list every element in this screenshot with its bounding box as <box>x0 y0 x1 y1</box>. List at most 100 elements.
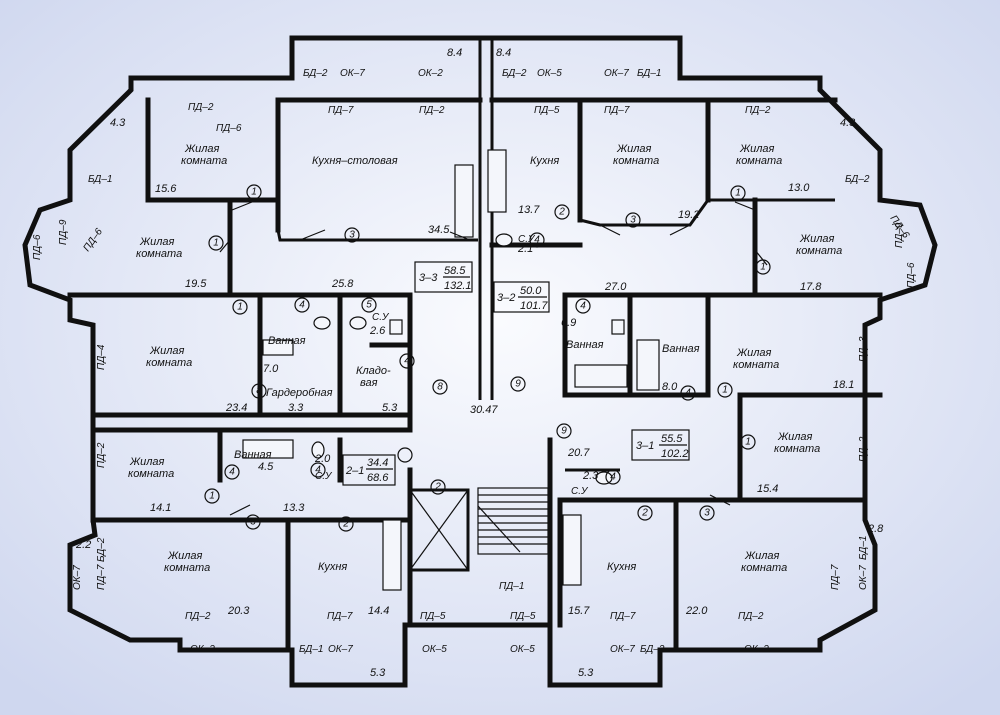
svg-text:8: 8 <box>256 386 262 397</box>
element-mark: ОК–7 <box>72 565 83 590</box>
door-mark: 3 <box>344 227 360 243</box>
door-mark: 1 <box>717 382 733 398</box>
interior-walls <box>67 97 883 653</box>
element-mark: ОК–2 <box>418 68 443 79</box>
room-label: Жилая <box>777 431 813 443</box>
element-mark: ОК–2 <box>190 644 215 655</box>
svg-text:1: 1 <box>735 188 741 199</box>
door-mark: 1 <box>208 235 224 251</box>
door-mark: 1 <box>232 299 248 315</box>
door-marks: 1 1 1 1 1 1 1 1 1 2 2 2 2 2 3 3 3 3 3 4 … <box>204 184 771 532</box>
area-value: 19.2 <box>678 209 699 221</box>
svg-text:4: 4 <box>534 235 540 246</box>
element-mark: ПД–2 <box>96 442 107 468</box>
area-value: 27.0 <box>604 281 627 293</box>
room-label: комната <box>733 359 779 371</box>
room-label: комната <box>128 468 174 480</box>
area-value: 4.5 <box>258 461 274 473</box>
door-mark: 4 <box>575 298 591 314</box>
room-label-kitchen-dining: Кухня–столовая <box>312 155 398 167</box>
door-mark: 4 <box>529 232 545 248</box>
area-value: 2.3 <box>582 470 599 482</box>
apartment-living-area: 58.5 <box>444 265 466 277</box>
door-swings <box>219 201 768 516</box>
svg-text:2: 2 <box>641 508 648 519</box>
door-mark <box>397 447 413 463</box>
dimension-value: 2.2 <box>75 539 91 551</box>
room-label-kitchen: Кухня <box>318 561 347 573</box>
element-mark: ПД–9 <box>58 219 69 245</box>
element-mark: ПД–2 <box>745 105 771 116</box>
door-mark: 1 <box>204 488 220 504</box>
area-value: 15.7 <box>568 605 590 617</box>
element-mark: ОК–7 <box>340 68 365 79</box>
apartment-code: 2–1 <box>345 465 364 477</box>
room-label-bathroom: Ванная <box>566 339 604 351</box>
element-mark: ПД–5 <box>510 611 536 622</box>
door-mark: 3 <box>625 212 641 228</box>
room-label: Жилая <box>167 550 203 562</box>
area-value: 2.0 <box>314 453 331 465</box>
door-mark: 2 <box>637 505 653 521</box>
element-mark: ПД–7 <box>830 564 841 590</box>
door-mark: 2 <box>430 479 446 495</box>
svg-text:4: 4 <box>315 465 321 476</box>
element-mark: ПД–6 <box>216 123 242 134</box>
area-value: 7.0 <box>263 363 279 375</box>
svg-text:1: 1 <box>209 491 215 502</box>
area-value: 8.0 <box>662 381 678 393</box>
door-mark: 4 <box>310 462 326 478</box>
svg-text:9: 9 <box>515 379 521 390</box>
element-mark: ОК–5 <box>537 68 562 79</box>
area-value: 18.1 <box>833 379 854 391</box>
room-label: комната <box>613 155 659 167</box>
svg-text:1: 1 <box>213 238 219 249</box>
area-value: 3.3 <box>288 402 304 414</box>
room-label-kitchen: Кухня <box>607 561 636 573</box>
apartment-code: 3–3 <box>419 272 438 284</box>
dimension-values: 8.4 8.4 4.3 4.3 2.2 2.8 5.3 5.3 <box>75 47 884 679</box>
area-value: 34.5 <box>428 224 450 236</box>
svg-text:4: 4 <box>685 388 691 399</box>
apartment-code: 3–1 <box>636 440 654 452</box>
door-mark: 9 <box>510 376 526 392</box>
door-mark: 3 <box>699 505 715 521</box>
element-mark: ПД–3 <box>858 336 869 362</box>
room-label: комната <box>736 155 782 167</box>
element-mark: ПД–2 <box>738 611 764 622</box>
element-mark: ОК–7 <box>610 644 635 655</box>
element-mark: БД–2 <box>303 68 328 79</box>
svg-text:4: 4 <box>404 356 410 367</box>
room-label: комната <box>774 443 820 455</box>
room-label-wc: С.У <box>372 312 390 323</box>
room-label-wardrobe: Гардеробная <box>266 387 333 399</box>
element-mark: ПД–9 <box>894 222 905 248</box>
apartment-code: 3–2 <box>497 292 515 304</box>
room-label: комната <box>146 357 192 369</box>
apartment-total-area: 68.6 <box>367 472 389 484</box>
element-mark: ОК–2 <box>744 644 769 655</box>
svg-text:4: 4 <box>580 301 586 312</box>
apartment-total-area: 101.7 <box>520 300 548 312</box>
element-mark: ПД–7 <box>96 564 107 590</box>
area-value: 13.3 <box>283 502 305 514</box>
door-mark: 4 <box>294 297 310 313</box>
element-mark: ПД–7 <box>327 611 353 622</box>
apartment-living-area: 55.5 <box>661 433 683 445</box>
dimension-value: 5.3 <box>370 667 386 679</box>
room-label: Жилая <box>739 143 775 155</box>
element-mark: ОК–7 <box>328 644 353 655</box>
svg-text:8: 8 <box>437 382 443 393</box>
element-mark: ОК–5 <box>510 644 535 655</box>
svg-text:2: 2 <box>434 482 441 493</box>
dimension-value: 4.3 <box>840 117 856 129</box>
dimension-value: 8.4 <box>496 47 511 59</box>
door-mark: 1 <box>730 185 746 201</box>
apartment-living-area: 34.4 <box>367 457 388 469</box>
room-label-kitchen: Кухня <box>530 155 559 167</box>
element-mark: ПД–2 <box>185 611 211 622</box>
area-value: 25.8 <box>331 278 354 290</box>
svg-text:2: 2 <box>342 519 349 530</box>
